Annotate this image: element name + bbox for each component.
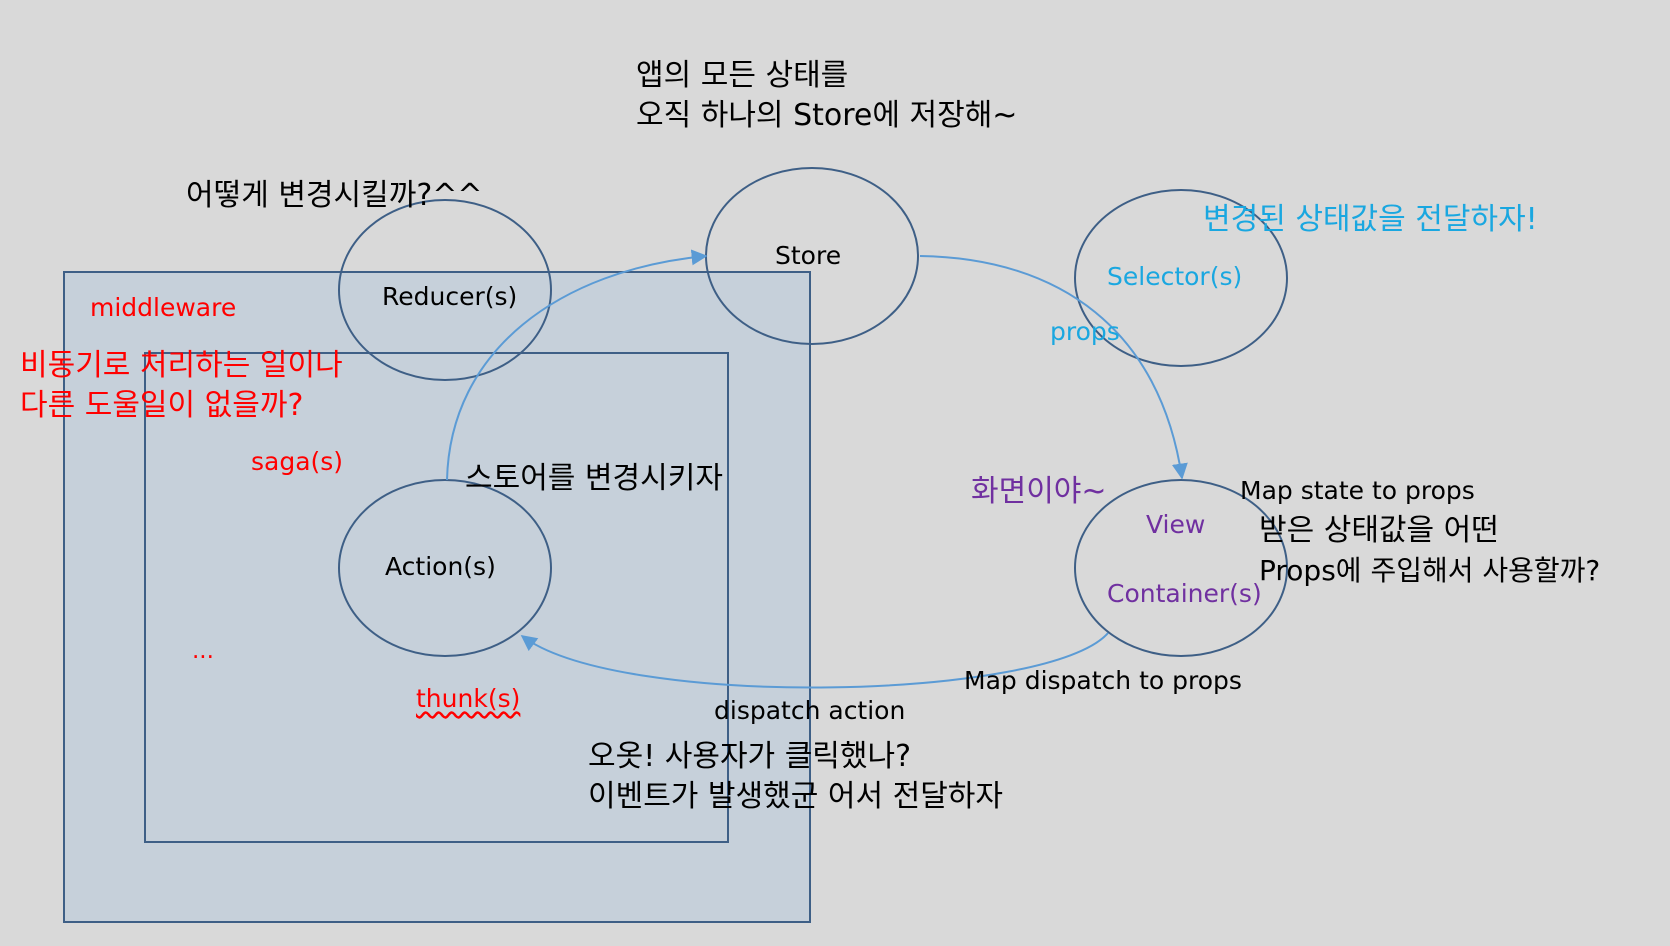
reducer-note: 어떻게 변경시킬까?^^ [186,178,483,213]
action-node [338,479,552,657]
thunk-label: thunk(s) [416,684,521,713]
store-note-line1: 앱의 모든 상태를 [636,58,849,93]
store-note-line2: 오직 하나의 Store에 저장해~ [636,98,1018,133]
map-state-note-line2: Props에 주입해서 사용할까? [1259,554,1601,587]
reducer-node [338,199,552,381]
map-state-note-line1: 받은 상태값을 어떤 [1259,513,1499,548]
arrow-store-to-view [919,255,1188,480]
middleware-label: middleware [90,293,237,322]
store-label: Store [775,241,842,270]
event-note-line1: 오옷! 사용자가 클릭했나? [588,739,912,774]
map-dispatch-to-props-label: Map dispatch to props [964,666,1242,695]
dispatch-action-label: dispatch action [714,696,906,725]
view-label: View [1146,510,1206,539]
arrow-action-to-store [446,249,708,481]
selector-note: 변경된 상태값을 전달하자! [1203,202,1538,237]
selector-label: Selector(s) [1107,262,1243,291]
middleware-ellipsis: ... [192,638,214,664]
container-label: Container(s) [1107,579,1262,608]
event-note-line2: 이벤트가 발생했군 어서 전달하자 [588,779,1004,814]
action-label: Action(s) [385,552,496,581]
arrow-container-to-action [520,632,1109,689]
async-note-line1: 비동기로 처리하는 일이나 [20,348,343,383]
map-state-to-props-label: Map state to props [1240,476,1475,505]
action-to-store-note: 스토어를 변경시키자 [465,461,723,496]
saga-inner-box [144,352,729,843]
view-note: 화면이야~ [971,474,1107,509]
reducer-label: Reducer(s) [382,282,518,311]
async-note-line2: 다른 도울일이 없을까? [20,388,304,423]
saga-label: saga(s) [251,447,344,476]
selector-node [1074,189,1288,367]
props-label: props [1050,317,1120,346]
view-container-node [1074,479,1288,657]
